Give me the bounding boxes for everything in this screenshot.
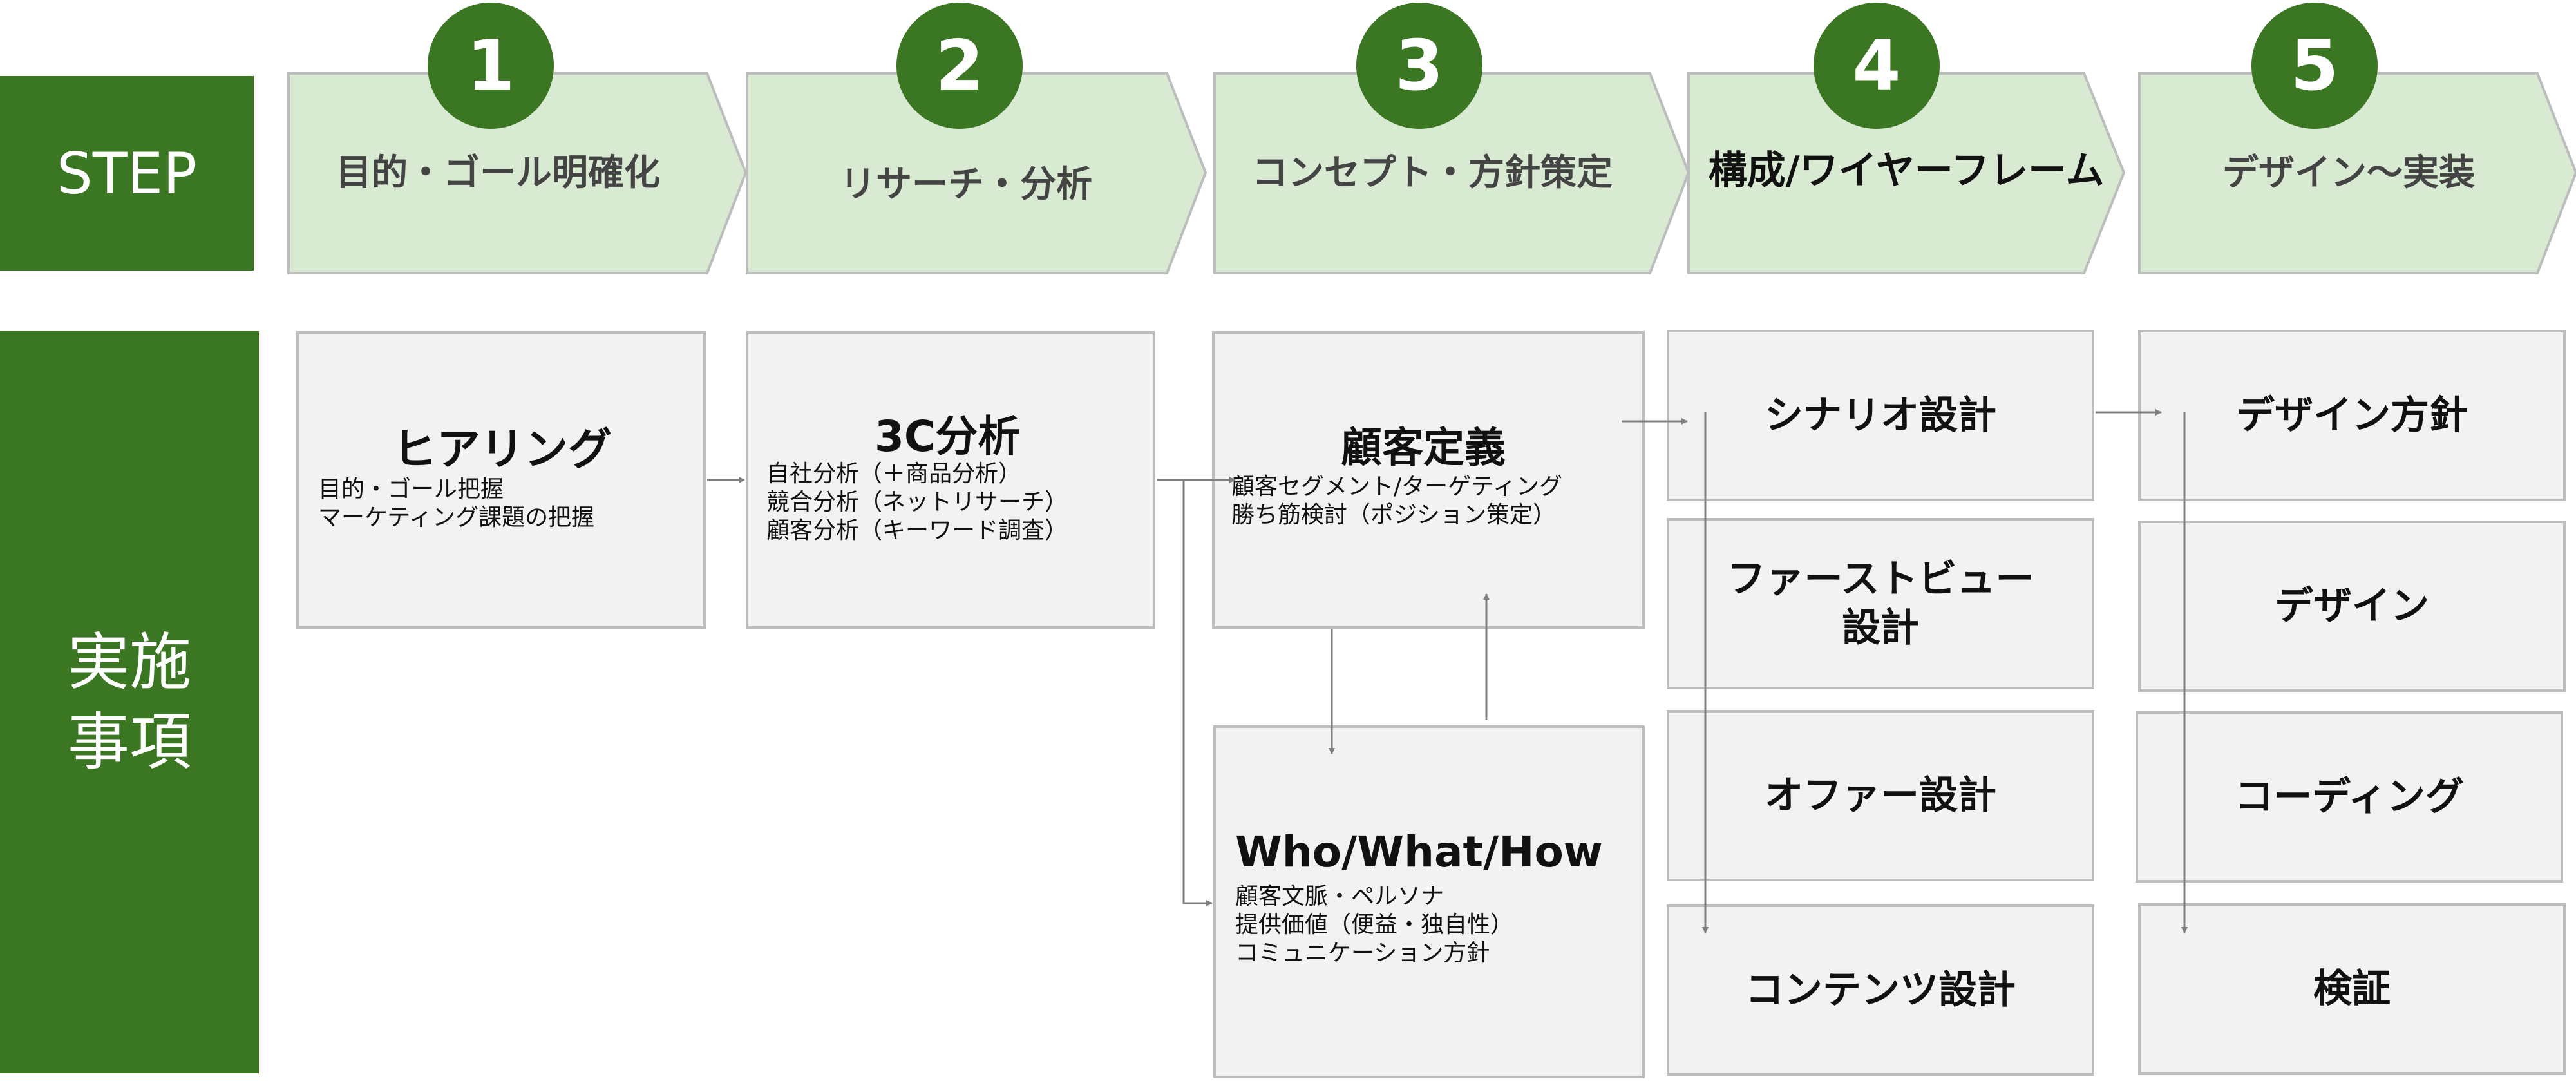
customer-definition-box: 顧客定義 顧客セグメント/ターゲティング 勝ち筋検討（ポジション策定） bbox=[1212, 331, 1645, 629]
design-title: デザイン bbox=[2275, 584, 2429, 629]
step-2-title: リサーチ・分析 bbox=[840, 163, 1092, 206]
analysis-3c-detail-line: 競合分析（ネットリサーチ） bbox=[766, 489, 1068, 515]
scenario-design-title: シナリオ設計 bbox=[1765, 393, 1996, 438]
who-what-how-details: 顧客文脈・ペルソナ 提供価値（便益・独自性） コミュニケーション方針 bbox=[1235, 883, 1513, 968]
hearing-detail-line: 目的・ゴール把握 bbox=[318, 476, 504, 502]
analysis-3c-detail-line: 自社分析（＋商品分析） bbox=[766, 461, 1022, 487]
step-2-chevron bbox=[746, 72, 1208, 274]
hearing-detail-line: マーケティング課題の把握 bbox=[318, 504, 595, 531]
coding-title: コーディング bbox=[2235, 774, 2464, 819]
step-1-title: 目的・ゴール明確化 bbox=[336, 151, 660, 194]
step-4-number: 4 bbox=[1814, 3, 1940, 129]
verification-title: 検証 bbox=[2313, 966, 2391, 1011]
design-policy-box: デザイン方針 bbox=[2138, 330, 2566, 501]
hearing-box: ヒアリング 目的・ゴール把握 マーケティング課題の把握 bbox=[296, 331, 706, 629]
analysis-3c-details: 自社分析（＋商品分析） 競合分析（ネットリサーチ） 顧客分析（キーワード調査） bbox=[766, 460, 1068, 545]
step-5-title: デザイン〜実装 bbox=[2222, 151, 2475, 194]
coding-box: コーディング bbox=[2136, 711, 2563, 883]
step-3-chevron bbox=[1213, 72, 1690, 274]
hearing-details: 目的・ゴール把握 マーケティング課題の把握 bbox=[318, 475, 594, 532]
offer-design-title: オファー設計 bbox=[1765, 773, 1996, 818]
analysis-3c-title: 3C分析 bbox=[875, 412, 1021, 461]
analysis-3c-box: 3C分析 自社分析（＋商品分析） 競合分析（ネットリサーチ） 顧客分析（キーワー… bbox=[746, 331, 1155, 629]
scenario-design-box: シナリオ設計 bbox=[1667, 330, 2094, 501]
customer-definition-title: 顧客定義 bbox=[1341, 425, 1506, 472]
customer-definition-detail-line: 勝ち筋検討（ポジション策定） bbox=[1231, 502, 1557, 528]
who-what-how-detail-line: コミュニケーション方針 bbox=[1235, 940, 1490, 966]
implementation-label: 実施 事項 bbox=[0, 331, 259, 1073]
offer-design-box: オファー設計 bbox=[1667, 710, 2094, 881]
step-1-number: 1 bbox=[428, 3, 554, 129]
verification-box: 検証 bbox=[2138, 903, 2566, 1075]
step-chevrons bbox=[287, 72, 2576, 274]
step-2-number: 2 bbox=[896, 3, 1023, 129]
step-5-chevron bbox=[2138, 72, 2576, 274]
analysis-3c-detail-line: 顧客分析（キーワード調査） bbox=[766, 517, 1068, 544]
arrow-3c-to-whowhathow bbox=[1182, 480, 1213, 906]
customer-definition-details: 顧客セグメント/ターゲティング 勝ち筋検討（ポジション策定） bbox=[1231, 473, 1562, 530]
design-policy-title: デザイン方針 bbox=[2236, 393, 2468, 438]
design-box: デザイン bbox=[2138, 521, 2566, 692]
who-what-how-box: Who/What/How 顧客文脈・ペルソナ 提供価値（便益・独自性） コミュニ… bbox=[1213, 725, 1645, 1078]
step-5-number: 5 bbox=[2251, 3, 2378, 129]
step-3-number: 3 bbox=[1356, 3, 1482, 129]
who-what-how-detail-line: 顧客文脈・ペルソナ bbox=[1235, 883, 1444, 910]
hearing-title: ヒアリング bbox=[393, 425, 612, 475]
first-view-design-title: ファーストビュー 設計 bbox=[1727, 557, 2034, 651]
customer-definition-detail-line: 顧客セグメント/ターゲティング bbox=[1231, 474, 1562, 500]
step-1-chevron bbox=[287, 72, 748, 274]
who-what-how-detail-line: 提供価値（便益・独自性） bbox=[1235, 912, 1514, 938]
step-4-chevron bbox=[1687, 72, 2126, 274]
who-what-how-title: Who/What/How bbox=[1235, 827, 1603, 877]
implementation-label-line-2: 事項 bbox=[68, 706, 191, 778]
step-3-title: コンセプト・方針策定 bbox=[1252, 151, 1613, 194]
content-design-box: コンテンツ設計 bbox=[1667, 904, 2094, 1076]
implementation-label-line-1: 実施 bbox=[68, 626, 191, 698]
step-label: STEP bbox=[0, 76, 254, 271]
first-view-design-box: ファーストビュー 設計 bbox=[1667, 518, 2094, 689]
step-4-title: 構成/ワイヤーフレーム bbox=[1708, 148, 2105, 193]
content-design-title: コンテンツ設計 bbox=[1745, 968, 2016, 1013]
